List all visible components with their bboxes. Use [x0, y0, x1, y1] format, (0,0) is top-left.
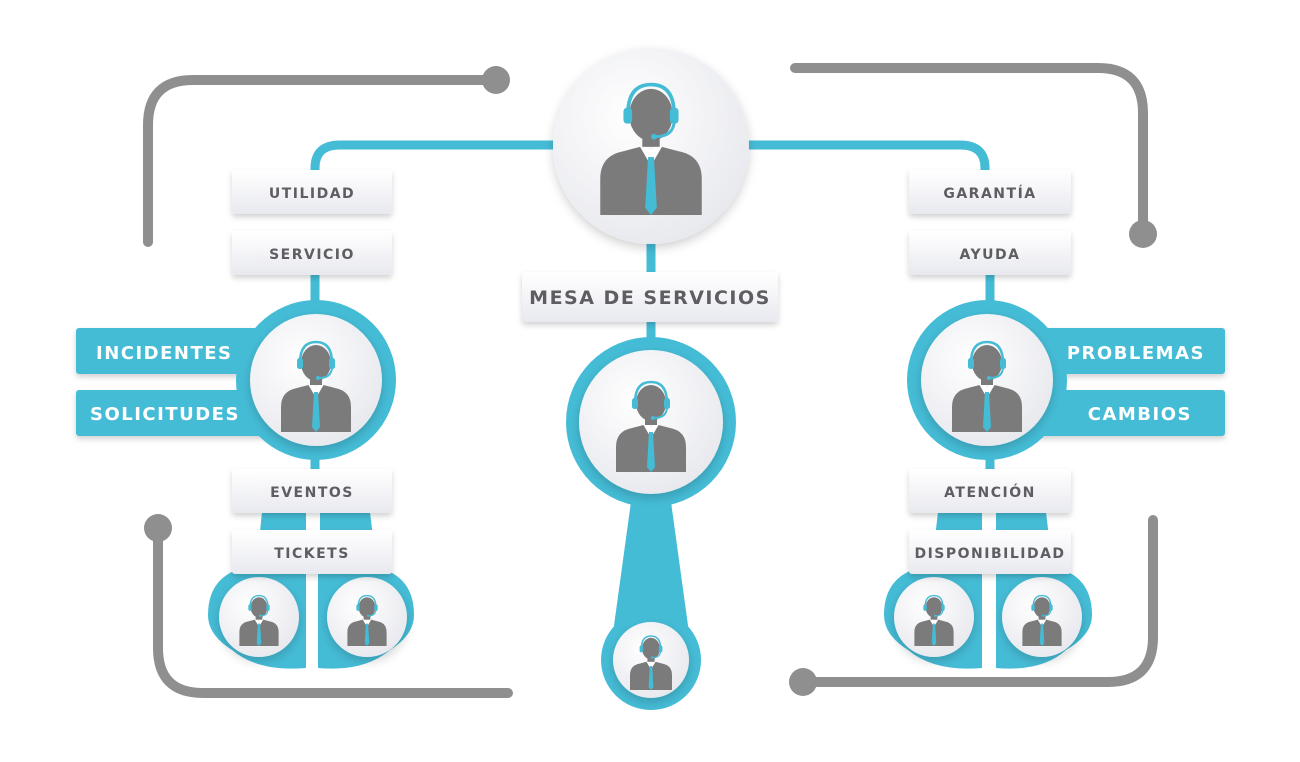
tab-solicitudes-label: SOLICITUDES — [90, 404, 240, 425]
gray-dot-top-right — [1129, 220, 1157, 248]
gray-dot-top-left — [482, 66, 510, 94]
gray-dot-bottom-right — [789, 668, 817, 696]
label-atencion: ATENCIÓN — [944, 483, 1036, 501]
center-cone — [612, 480, 690, 640]
label-utilidad-box — [232, 170, 392, 214]
label-eventos-box — [232, 469, 392, 513]
right-agent-circle — [907, 300, 1067, 460]
label-atencion-box — [909, 469, 1071, 513]
label-disponibilidad: DISPONIBILIDAD — [914, 546, 1065, 562]
tab-incidentes-label: INCIDENTES — [96, 343, 233, 364]
label-servicio: SERVICIO — [269, 247, 355, 263]
gray-connector-lines — [143, 63, 1158, 698]
gray-line-top-right — [790, 63, 1148, 237]
gray-line-top-left — [143, 75, 498, 247]
center-title-box — [522, 272, 778, 322]
center-bottom-agent-circle — [601, 610, 701, 710]
tab-problemas-label: PROBLEMAS — [1067, 343, 1205, 364]
right-small-agent-1 — [894, 577, 974, 657]
label-tickets: TICKETS — [274, 546, 350, 562]
label-disponibilidad-box — [909, 530, 1071, 574]
label-servicio-box — [232, 231, 392, 275]
label-ayuda-box — [909, 231, 1071, 275]
left-agent-circle — [236, 300, 396, 460]
center-title: MESA DE SERVICIOS — [529, 287, 771, 309]
label-ayuda: AYUDA — [960, 247, 1021, 263]
center-mid-agent-circle — [566, 337, 736, 507]
right-small-agent-2 — [1002, 577, 1082, 657]
label-garantia: GARANTÍA — [943, 185, 1036, 202]
gray-line-bottom-left — [153, 523, 513, 698]
left-small-agent-2 — [327, 577, 407, 657]
label-eventos: EVENTOS — [270, 485, 354, 501]
tab-cambios-label: CAMBIOS — [1088, 404, 1192, 425]
gray-line-bottom-right — [800, 515, 1158, 687]
left-small-agent-1 — [219, 577, 299, 657]
center-agent-circle — [553, 48, 749, 244]
label-tickets-box — [232, 530, 392, 574]
label-utilidad: UTILIDAD — [269, 186, 355, 202]
label-garantia-box — [909, 170, 1071, 214]
gray-dot-bottom-left — [144, 514, 172, 542]
label-boxes: UTILIDAD SERVICIO EVENTOS TICKETS GARANT… — [232, 170, 1071, 574]
